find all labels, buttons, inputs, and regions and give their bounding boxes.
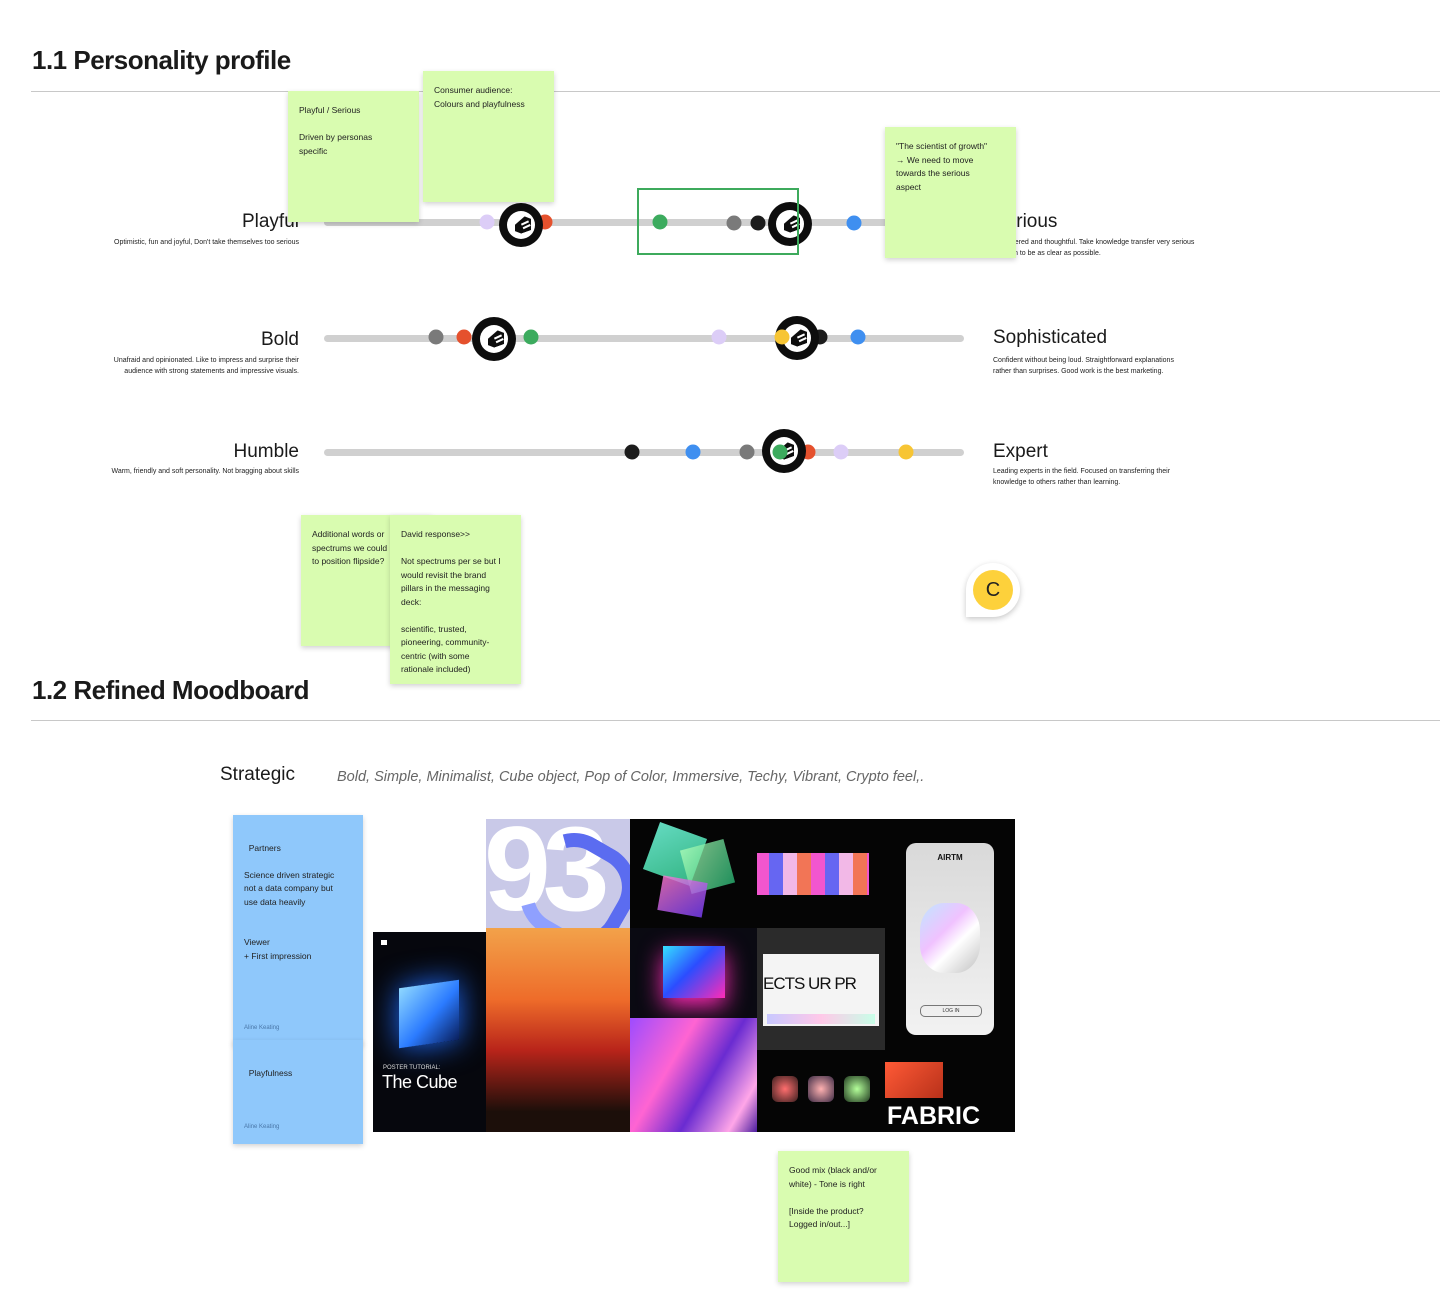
hex-icon bbox=[844, 1076, 870, 1102]
marker-lavender[interactable] bbox=[479, 214, 495, 230]
marker-lavender[interactable] bbox=[711, 329, 727, 345]
sticky-author: Aline Keating bbox=[244, 1123, 280, 1130]
sticky-note-david-response[interactable]: David response>> Not spectrums per se bu… bbox=[390, 515, 521, 684]
spectrum-left-label-humble: Humble bbox=[233, 441, 299, 462]
sticky-note-consumer[interactable]: Consumer audience: Colours and playfulne… bbox=[423, 71, 554, 202]
cube-graphic bbox=[399, 979, 459, 1049]
marker-blue[interactable] bbox=[846, 215, 862, 231]
phone-brand: AIRTM bbox=[937, 853, 963, 862]
phone-login-button: LOG IN bbox=[920, 1005, 982, 1017]
marker-gray[interactable] bbox=[739, 444, 755, 460]
section-divider bbox=[31, 91, 1440, 92]
website-thumbnails bbox=[767, 1014, 875, 1024]
moodboard-image-gradient-poster[interactable] bbox=[486, 928, 630, 1132]
sticky-note-playful-serious[interactable]: Playful / Serious Driven by personas spe… bbox=[288, 91, 419, 222]
spectrum-right-label-sophisticated: Sophisticated bbox=[993, 327, 1108, 348]
brand-logo-marker[interactable] bbox=[768, 202, 812, 246]
poster-kicker: POSTER TUTORIAL: bbox=[383, 1065, 441, 1071]
moodboard-image-phone[interactable]: AIRTM LOG IN bbox=[885, 819, 1015, 1058]
spectrum-right-desc-serious: Considered and thoughtful. Take knowledg… bbox=[993, 239, 1195, 257]
moodboard-image-fabric[interactable]: FABRIC bbox=[885, 1058, 1015, 1132]
hex-icon bbox=[808, 1076, 834, 1102]
sticky-note-scientist[interactable]: "The scientist of growth" → We need to m… bbox=[885, 127, 1016, 258]
marker-yellow[interactable] bbox=[898, 444, 914, 460]
spectrum-right-desc-expert: Leading experts in the field. Focused on… bbox=[993, 468, 1171, 486]
spectrum-left-desc-playful: Optimistic, fun and joyful, Don't take t… bbox=[114, 239, 299, 246]
sticky-text: Partners Science driven strategic not a … bbox=[244, 842, 335, 961]
hex-icon bbox=[772, 1076, 798, 1102]
moodboard-strategic-label: Strategic bbox=[220, 764, 295, 785]
chrome-blob bbox=[920, 903, 980, 973]
sticky-note-partners[interactable]: Partners Science driven strategic not a … bbox=[233, 815, 363, 1045]
marker-black[interactable] bbox=[624, 444, 640, 460]
brand-logo-marker[interactable] bbox=[472, 317, 516, 361]
spectrum-track-humble-expert bbox=[324, 449, 964, 456]
fabric-graphic bbox=[885, 1062, 943, 1098]
marker-green[interactable] bbox=[523, 329, 539, 345]
section-divider bbox=[31, 720, 1440, 721]
moodboard-image-hexagons[interactable] bbox=[757, 1050, 885, 1132]
moodboard-image-glass-cubes[interactable] bbox=[630, 819, 757, 928]
marker-green[interactable] bbox=[772, 444, 788, 460]
sticky-text: Playfulness bbox=[248, 1067, 293, 1078]
section-title-moodboard: 1.2 Refined Moodboard bbox=[32, 675, 309, 705]
moodboard-image-93[interactable]: 93 bbox=[486, 819, 630, 928]
sticky-note-playfulness[interactable]: Playfulness Aline Keating bbox=[233, 1040, 363, 1144]
avatar: C bbox=[973, 570, 1013, 610]
spectrum-right-desc-sophisticated: Confident without being loud. Straightfo… bbox=[993, 357, 1174, 375]
spectrum-track-playful-serious bbox=[324, 219, 964, 226]
spectrum-left-desc-humble: Warm, friendly and soft personality. Not… bbox=[111, 468, 299, 475]
sticky-note-good-mix[interactable]: Good mix (black and/or white) - Tone is … bbox=[778, 1151, 909, 1282]
spectrum-left-desc-bold: Unafraid and opinionated. Like to impres… bbox=[113, 357, 299, 375]
pixel-strip bbox=[757, 853, 869, 895]
numeral-text: 93 bbox=[486, 819, 610, 928]
website-mock: ECTS UR PR bbox=[763, 954, 879, 1026]
moodboard-keywords: Bold, Simple, Minimalist, Cube object, P… bbox=[337, 769, 925, 785]
spectrum-left-label-bold: Bold bbox=[260, 329, 299, 350]
moodboard-image-cube-poster[interactable]: POSTER TUTORIAL: The Cube bbox=[373, 932, 486, 1132]
brand-logo-marker[interactable] bbox=[499, 203, 543, 247]
moodboard-image-pixel-gradient[interactable] bbox=[757, 819, 885, 928]
marker-red[interactable] bbox=[456, 329, 472, 345]
spectrum-right-label-expert: Expert bbox=[993, 441, 1048, 462]
phone-frame: AIRTM LOG IN bbox=[906, 843, 994, 1035]
collaborator-cursor[interactable]: C bbox=[966, 563, 1020, 617]
marker-gray[interactable] bbox=[726, 215, 742, 231]
spectrum-left-label-playful: Playful bbox=[241, 211, 299, 232]
tile-mark bbox=[381, 940, 387, 945]
section-title-personality: 1.1 Personality profile bbox=[32, 45, 291, 75]
moodboard-image-website[interactable]: ECTS UR PR bbox=[757, 928, 885, 1050]
marker-blue[interactable] bbox=[850, 329, 866, 345]
neon-cube bbox=[663, 946, 725, 998]
marker-green[interactable] bbox=[652, 214, 668, 230]
moodboard-image-iridescent[interactable] bbox=[630, 1018, 757, 1132]
fabric-wordmark: FABRIC bbox=[887, 1102, 981, 1130]
marker-blue[interactable] bbox=[685, 444, 701, 460]
glass-cube bbox=[657, 875, 708, 918]
spectrum-track-bold-sophisticated bbox=[324, 335, 964, 342]
marker-yellow[interactable] bbox=[774, 329, 790, 345]
marker-gray[interactable] bbox=[428, 329, 444, 345]
website-headline: ECTS UR PR bbox=[763, 974, 857, 993]
selection-frame[interactable] bbox=[637, 188, 799, 255]
poster-title: The Cube bbox=[382, 1072, 458, 1092]
moodboard-image-neon-cube[interactable] bbox=[630, 928, 757, 1018]
marker-lavender[interactable] bbox=[833, 444, 849, 460]
sticky-author: Aline Keating bbox=[244, 1024, 280, 1031]
marker-black[interactable] bbox=[750, 215, 766, 231]
